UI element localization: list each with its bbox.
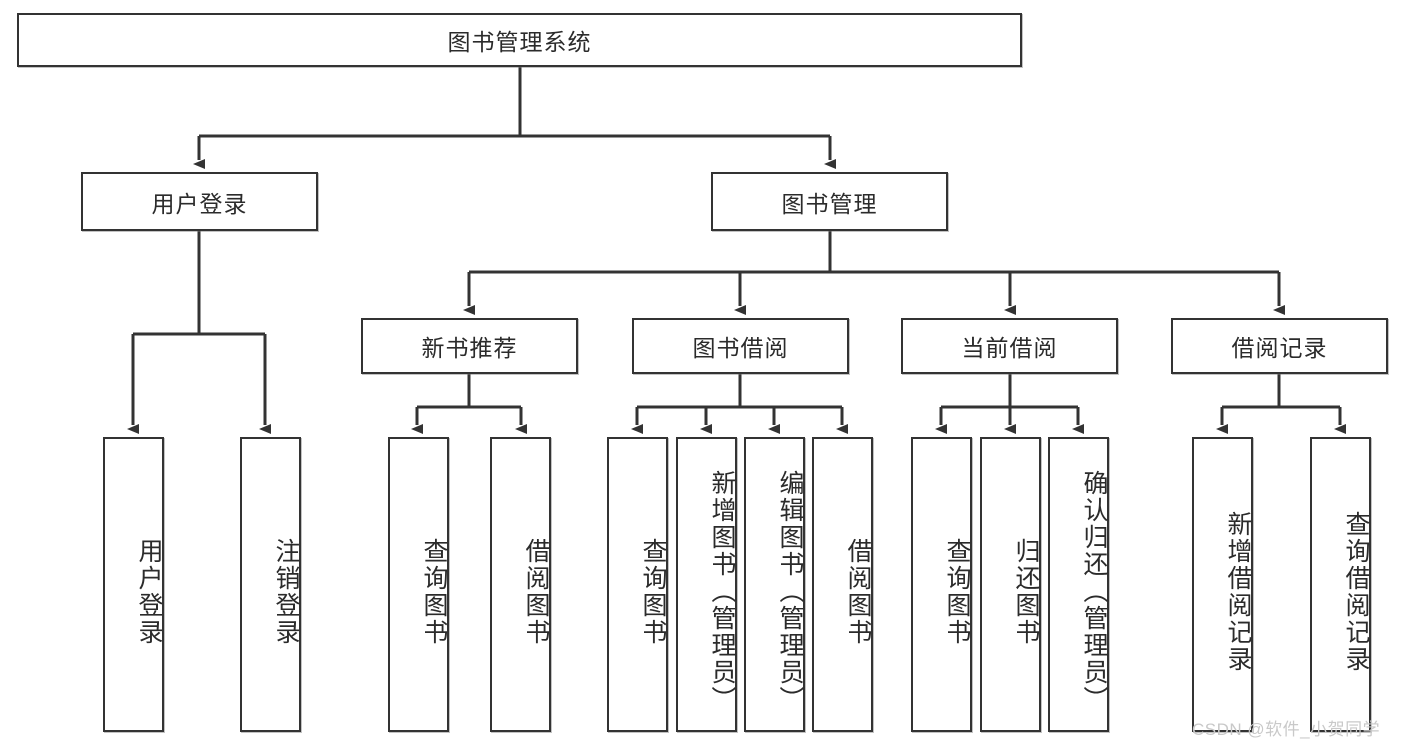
node-label: 查询图书: [420, 537, 448, 646]
leaf-new-book-query-book[interactable]: 查询图书: [388, 437, 449, 732]
node-label: 新增图书（管理员）: [708, 470, 736, 713]
node-label: 查询图书: [639, 537, 667, 646]
node-label: 新增借阅记录: [1224, 510, 1252, 673]
node-user-login[interactable]: 用户登录: [81, 172, 318, 231]
node-label: 借阅图书: [522, 537, 550, 646]
node-label: 归还图书: [1012, 537, 1040, 646]
leaf-book-borrow-edit-book-admin[interactable]: 编辑图书（管理员）: [744, 437, 805, 732]
node-borrow-record[interactable]: 借阅记录: [1171, 318, 1388, 374]
leaf-current-borrow-return-book[interactable]: 归还图书: [980, 437, 1041, 732]
node-book-borrow[interactable]: 图书借阅: [632, 318, 849, 374]
node-current-borrow[interactable]: 当前借阅: [901, 318, 1118, 374]
leaf-new-book-borrow-book[interactable]: 借阅图书: [490, 437, 551, 732]
leaf-borrow-record-query-record[interactable]: 查询借阅记录: [1310, 437, 1371, 732]
leaf-book-borrow-borrow-book[interactable]: 借阅图书: [812, 437, 873, 732]
node-label: 图书借阅: [692, 335, 789, 361]
leaf-current-borrow-confirm-return-admin[interactable]: 确认归还（管理员）: [1048, 437, 1109, 732]
node-label: 注销登录: [272, 537, 300, 646]
leaf-book-borrow-query-book[interactable]: 查询图书: [607, 437, 668, 732]
node-label: 用户登录: [135, 537, 163, 646]
node-label: 借阅图书: [844, 537, 872, 646]
node-label: 借阅记录: [1231, 335, 1328, 361]
node-label: 查询借阅记录: [1342, 510, 1370, 673]
node-label: 当前借阅: [961, 335, 1058, 361]
node-label: 编辑图书（管理员）: [776, 470, 804, 713]
node-label: 新书推荐: [421, 335, 518, 361]
leaf-book-borrow-add-book-admin[interactable]: 新增图书（管理员）: [676, 437, 737, 732]
node-label: 图书管理系统: [447, 29, 592, 55]
leaf-borrow-record-add-record[interactable]: 新增借阅记录: [1192, 437, 1253, 732]
node-new-book-recommend[interactable]: 新书推荐: [361, 318, 578, 374]
node-label: 用户登录: [151, 190, 248, 217]
node-book-management[interactable]: 图书管理: [711, 172, 948, 231]
node-root-book-management-system[interactable]: 图书管理系统: [17, 13, 1022, 67]
csdn-watermark: CSDN @软件_小贺同学: [1192, 720, 1381, 739]
node-label: 图书管理: [781, 190, 878, 217]
leaf-user-login-logout[interactable]: 注销登录: [240, 437, 301, 732]
node-label: 查询图书: [943, 537, 971, 646]
leaf-current-borrow-query-book[interactable]: 查询图书: [911, 437, 972, 732]
node-label: 确认归还（管理员）: [1080, 470, 1108, 713]
leaf-user-login-login[interactable]: 用户登录: [103, 437, 164, 732]
